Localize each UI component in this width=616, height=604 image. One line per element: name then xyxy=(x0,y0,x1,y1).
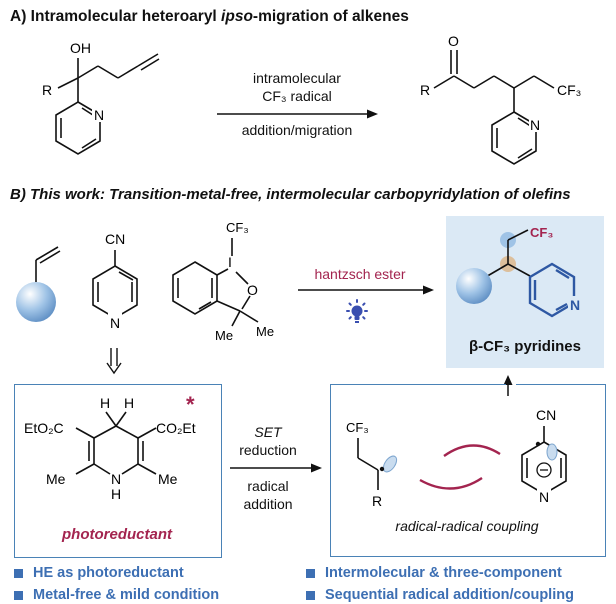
me-label-2: Me xyxy=(256,324,274,339)
h-label-2: H xyxy=(124,395,134,411)
product-name: β-CF₃ pyridines xyxy=(469,338,581,355)
section-a-starting-material: OH R N xyxy=(42,40,160,155)
bullet-square-icon xyxy=(14,590,23,600)
n-label: N xyxy=(570,297,580,313)
addition-label: addition xyxy=(243,496,293,512)
n-label: N xyxy=(94,107,104,123)
section-a-product: O R CF₃ N xyxy=(420,33,581,165)
cf3-label: CF₃ xyxy=(346,420,369,435)
o-label: O xyxy=(448,33,459,49)
cn-label: CN xyxy=(105,231,125,247)
arrow-b xyxy=(298,285,434,295)
cyanopyridine-reagent: CN N xyxy=(92,231,138,331)
nh-h-label: H xyxy=(111,486,121,502)
beta-cf3-pyridine-product: CF₃ N xyxy=(456,225,582,318)
o-label: O xyxy=(247,282,258,298)
h-label-1: H xyxy=(100,395,110,411)
section-b-title: B) This work: Transition-metal-free, int… xyxy=(10,186,571,203)
excited-star: * xyxy=(186,392,195,417)
bullet-2: Metal-free & mild condition xyxy=(14,587,219,603)
cf3-label: CF₃ xyxy=(530,225,553,240)
photoreductant-label: photoreductant xyxy=(62,526,172,543)
substituent-sphere xyxy=(456,268,492,304)
n-label: N xyxy=(530,117,540,133)
eto2c-label: EtO₂C xyxy=(24,420,64,436)
nh-n-label: N xyxy=(111,471,121,487)
radical-label: radical xyxy=(247,478,289,494)
co2et-label: CO₂Et xyxy=(156,420,196,436)
me-label-1: Me xyxy=(46,471,66,487)
me-label-1: Me xyxy=(215,328,233,343)
bullet-square-icon xyxy=(306,568,315,578)
r-label: R xyxy=(372,493,382,509)
arrow-a xyxy=(217,109,378,119)
togni-reagent: CF₃ I O Me Me xyxy=(172,220,274,343)
substituent-sphere xyxy=(16,282,56,322)
reduction-label: reduction xyxy=(239,442,297,458)
section-a-title: A) Intramolecular heteroaryl ipso-migrat… xyxy=(10,8,409,25)
down-arrow xyxy=(106,348,122,375)
bullet-square-icon xyxy=(306,590,315,600)
cn-label: CN xyxy=(536,407,556,423)
i-label: I xyxy=(228,254,232,270)
olefin-reagent xyxy=(16,246,61,322)
bullet-4: Sequential radical addition/coupling xyxy=(306,587,574,603)
arrow-mid xyxy=(230,463,322,473)
coupling-label: radical-radical coupling xyxy=(395,518,539,534)
bullet-3: Intermolecular & three-component xyxy=(306,565,562,581)
me-label-2: Me xyxy=(158,471,178,487)
up-arrow xyxy=(503,375,513,396)
hantzsch-ester-box xyxy=(14,384,222,558)
arrow-a-bottom: addition/migration xyxy=(241,122,353,138)
cf3-label: CF₃ xyxy=(557,82,581,98)
set-label: SET xyxy=(254,424,282,440)
radical-coupling-box xyxy=(330,384,606,557)
arrow-a-top-2: CF₃ radical xyxy=(262,88,332,104)
n-label: N xyxy=(539,489,549,505)
bullet-square-icon xyxy=(14,568,23,578)
r-label: R xyxy=(420,82,430,98)
light-bulb-icon xyxy=(346,299,368,323)
r-label: R xyxy=(42,82,52,98)
cf3-label: CF₃ xyxy=(226,220,249,235)
arrow-a-top-1: intramolecular xyxy=(253,70,341,86)
radical-species: CF₃ R CN N xyxy=(346,407,567,509)
oh-label: OH xyxy=(70,40,91,56)
hantzsch-ester-structure: H H * EtO₂C CO₂Et Me Me N H xyxy=(24,392,196,502)
hantzsch-ester-label: hantzsch ester xyxy=(314,266,406,282)
n-label: N xyxy=(110,315,120,331)
bullet-1: HE as photoreductant xyxy=(14,565,184,581)
